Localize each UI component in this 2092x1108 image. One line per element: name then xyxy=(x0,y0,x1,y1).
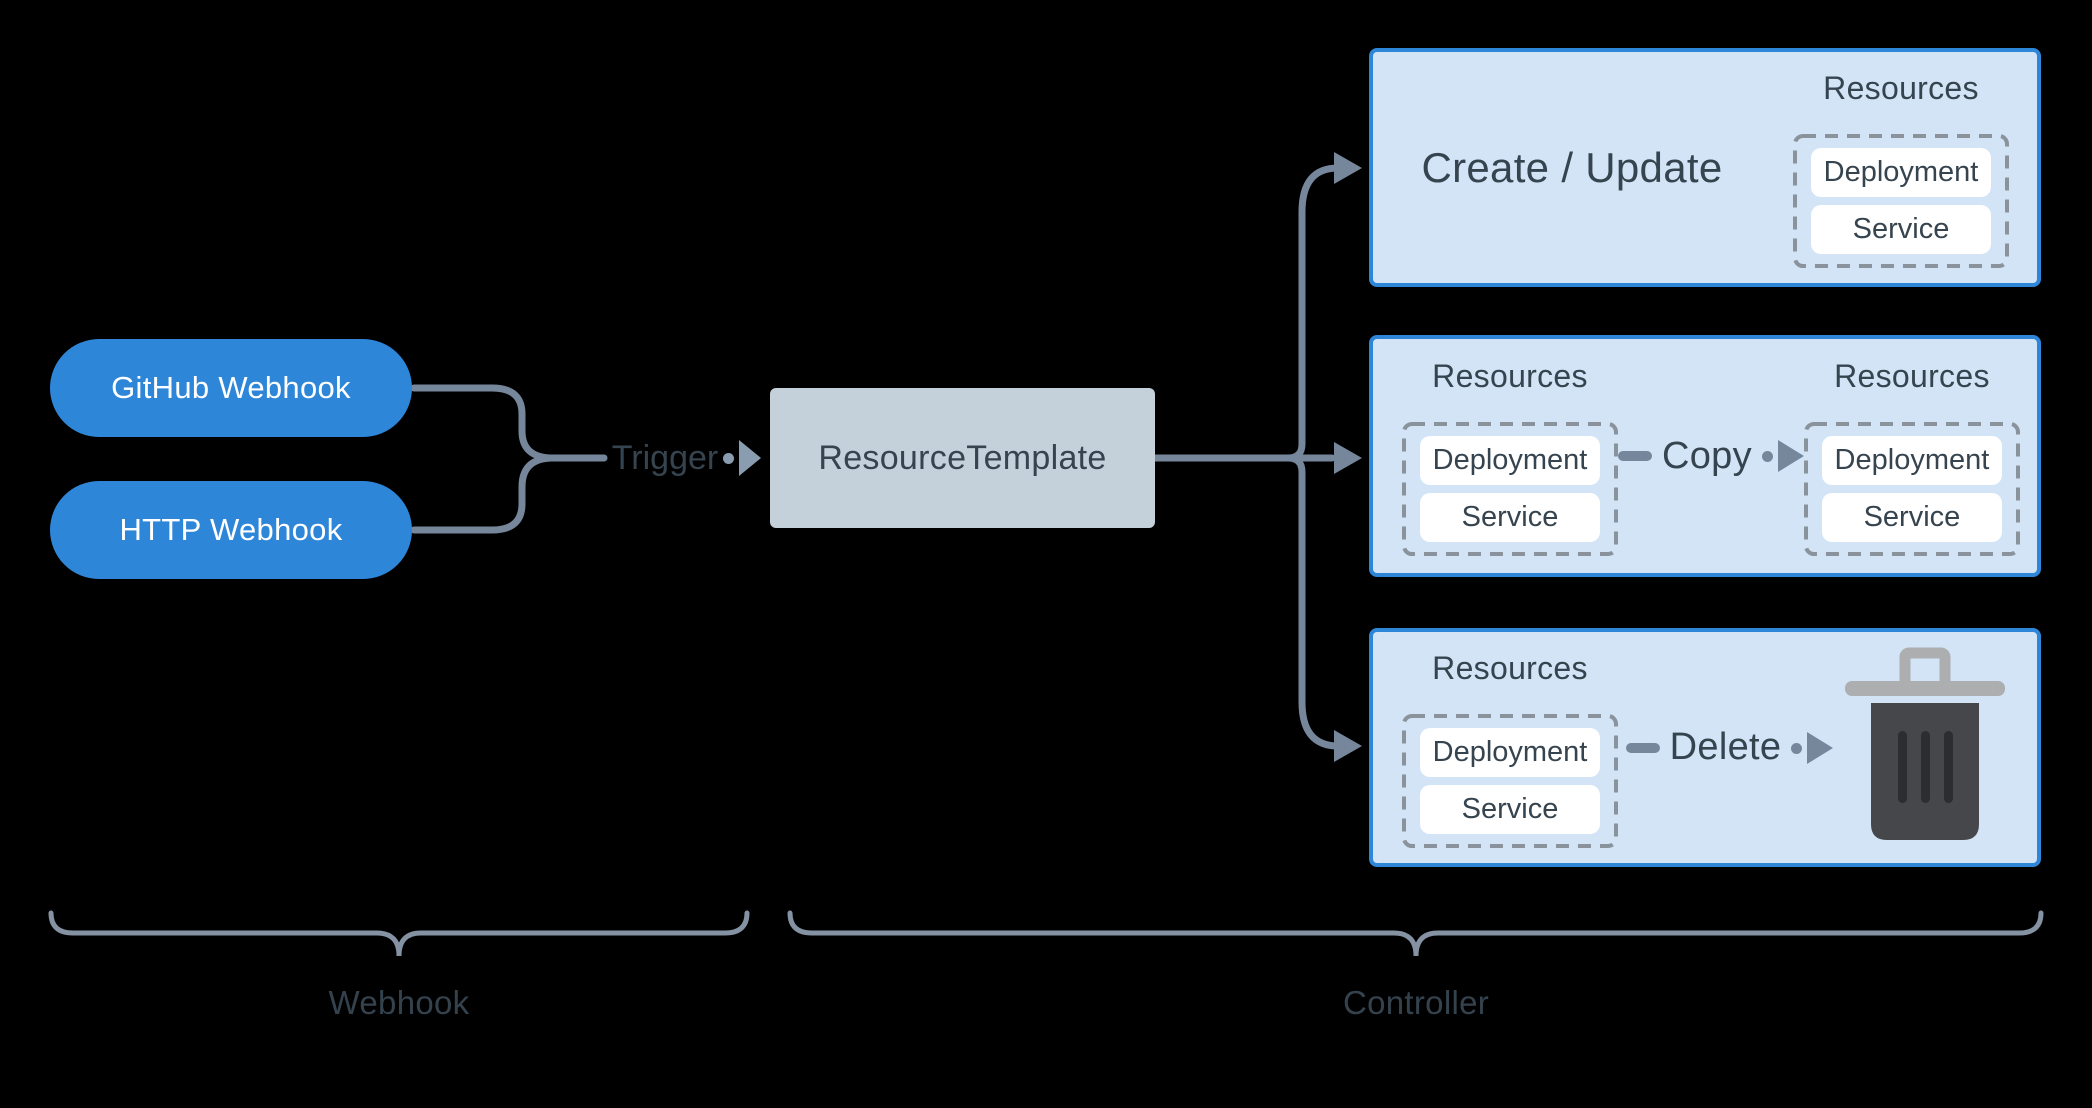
branch-connector xyxy=(1151,164,1342,750)
branch-arrowheads xyxy=(1334,152,1362,762)
resource-item-service: Service xyxy=(1821,493,2002,542)
github-webhook-label: GitHub Webhook xyxy=(111,370,351,405)
resource-template-label: ResourceTemplate xyxy=(818,438,1107,477)
controller-brace xyxy=(787,910,2044,957)
resource-item-service: Service xyxy=(1420,784,1600,834)
resources-header: Resources xyxy=(1834,358,1990,394)
arrow-to-create-icon xyxy=(1334,152,1362,184)
arrow-to-copy-icon xyxy=(1334,442,1362,474)
panel-delete: Resources Deployment Service Delete xyxy=(1369,628,2041,867)
webhook-brace xyxy=(48,910,750,957)
resources-dashed-box: Deployment Service xyxy=(1803,422,2020,556)
copy-label: Copy xyxy=(1662,434,1752,477)
resource-item-service: Service xyxy=(1420,493,1600,542)
dash-icon xyxy=(1625,742,1660,753)
controller-brace-label: Controller xyxy=(1342,984,1490,1021)
resource-item-deployment: Deployment xyxy=(1420,436,1600,485)
resources-header: Resources xyxy=(1823,69,1979,106)
arrow-to-delete-icon xyxy=(1334,730,1362,762)
resource-item-service: Service xyxy=(1811,204,1991,254)
node-github-webhook: GitHub Webhook xyxy=(50,339,412,437)
arrow-right-icon xyxy=(1761,440,1804,472)
delete-action: Delete xyxy=(1618,726,1841,769)
resources-dashed-box: Deployment Service xyxy=(1793,133,2009,268)
node-resource-template: ResourceTemplate xyxy=(770,388,1155,528)
resource-item-deployment: Deployment xyxy=(1420,727,1600,777)
resource-item-deployment: Deployment xyxy=(1821,436,2002,485)
panel-copy: Resources Deployment Service Copy Resour… xyxy=(1369,335,2041,577)
resources-dashed-box: Deployment Service xyxy=(1402,422,1618,556)
dash-icon xyxy=(1618,451,1652,461)
http-webhook-label: HTTP Webhook xyxy=(119,512,343,547)
resource-item-deployment: Deployment xyxy=(1811,147,1991,197)
create-update-title: Create / Update xyxy=(1421,143,1723,191)
webhook-brace-label: Webhook xyxy=(328,984,470,1021)
panel-create-update: Create / Update Resources Deployment Ser… xyxy=(1369,48,2041,287)
dashed-border xyxy=(1402,422,1618,556)
dashed-border xyxy=(1793,133,2009,268)
resources-header: Resources xyxy=(1432,649,1588,686)
copy-action: Copy xyxy=(1618,435,1804,478)
copy-target-group: Resources Deployment Service xyxy=(1803,356,2020,556)
create-resources-group: Resources Deployment Service xyxy=(1793,68,2009,268)
node-http-webhook: HTTP Webhook xyxy=(50,481,412,579)
resources-header: Resources xyxy=(1432,358,1588,394)
trigger-label: Trigger xyxy=(611,439,719,477)
trash-icon xyxy=(1841,645,2009,850)
dashed-border xyxy=(1402,713,1618,848)
delete-label: Delete xyxy=(1669,726,1782,768)
webhook-merge-connector xyxy=(410,384,608,534)
arrow-right-icon xyxy=(1791,731,1834,764)
dashed-border xyxy=(1803,422,2020,556)
delete-resources-group: Resources Deployment Service xyxy=(1402,648,1618,848)
resources-dashed-box: Deployment Service xyxy=(1402,713,1618,848)
copy-source-group: Resources Deployment Service xyxy=(1402,356,1618,556)
